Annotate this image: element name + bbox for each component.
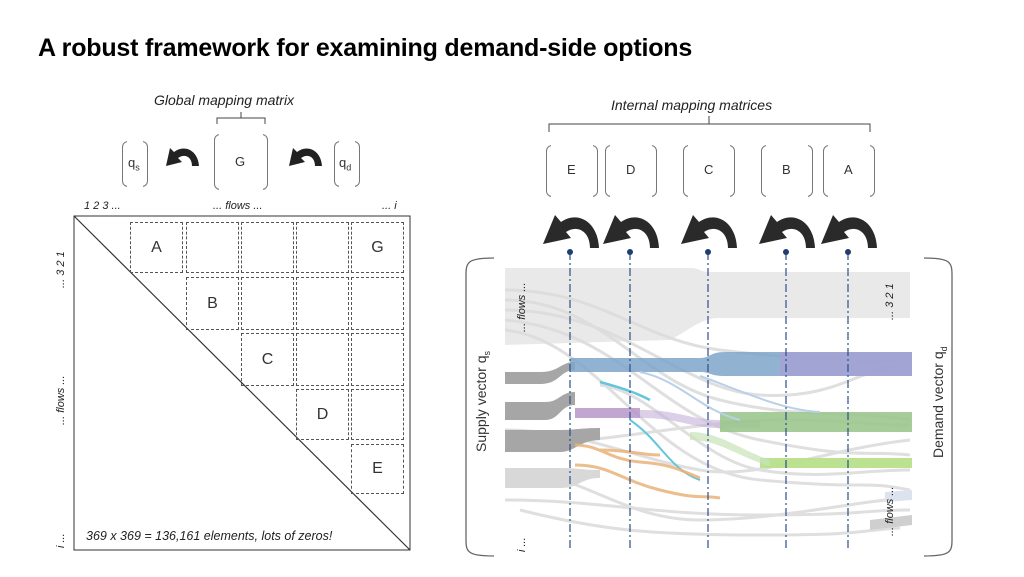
qs-sub: s: [135, 162, 140, 173]
curved-arrow-icon: [759, 215, 815, 248]
top-axis-start: 1 2 3 ...: [84, 200, 121, 212]
cell-e: E: [351, 444, 404, 494]
qd-sub: d: [346, 162, 352, 173]
cell-empty: [351, 389, 404, 440]
qd-label: q: [339, 155, 347, 170]
right-top-label: ... 3 2 1: [884, 283, 896, 320]
matrix-e-box: E: [546, 144, 598, 198]
demand-vector-sub: d: [938, 346, 949, 352]
page-title: A robust framework for examining demand-…: [38, 34, 693, 62]
curved-arrow-icon: [821, 215, 877, 248]
qs-vector: qs: [122, 140, 148, 188]
cell-d: D: [296, 389, 349, 440]
cell-empty: [296, 222, 349, 273]
cell-empty: [241, 222, 294, 273]
cell-empty: [186, 222, 239, 273]
demand-vector-text: Demand vector q: [930, 351, 946, 458]
g-matrix-box: G: [214, 133, 268, 191]
top-axis-mid: ... flows ...: [213, 200, 263, 212]
curved-arrow-icon: [543, 215, 599, 248]
global-mapping-header: Global mapping matrix: [154, 92, 295, 108]
supply-vector-sub: s: [481, 351, 492, 356]
matrix-d-box: D: [605, 144, 657, 198]
matrix-c-box: C: [683, 144, 735, 198]
matrix-a-box: A: [823, 144, 875, 198]
cell-c: C: [241, 333, 294, 386]
cell-b: B: [186, 277, 239, 330]
matrix-a-label: A: [844, 162, 853, 177]
demand-vector-label: Demand vector qd: [930, 346, 949, 458]
supply-vector-text: Supply vector q: [473, 355, 489, 453]
curved-arrow-icon: [603, 215, 659, 248]
cell-a: A: [130, 222, 183, 273]
curved-arrow-icon: [681, 215, 737, 248]
cell-empty: [296, 277, 349, 330]
right-flows-label: ... flows ...: [884, 486, 896, 536]
matrix-footer: 369 x 369 = 136,161 elements, lots of ze…: [86, 529, 333, 543]
g-label: G: [235, 154, 246, 169]
cell-empty: [241, 277, 294, 330]
top-axis-end: ... i: [382, 200, 397, 212]
supply-vector-label: Supply vector qs: [473, 351, 492, 452]
matrix-b-box: B: [761, 144, 813, 198]
cell-empty: [351, 333, 404, 386]
qd-vector: qd: [334, 140, 360, 188]
matrix-e-label: E: [567, 162, 576, 177]
matrix-b-label: B: [782, 162, 791, 177]
matrix-c-label: C: [704, 162, 714, 177]
cell-empty: [351, 277, 404, 330]
internal-mapping-header: Internal mapping matrices: [611, 97, 773, 113]
qs-label: q: [128, 155, 136, 170]
left-flows-label: ... flows ...: [516, 282, 528, 332]
left-i-label: i ...: [516, 537, 528, 552]
matrix-d-label: D: [626, 162, 636, 177]
cell-g: G: [351, 222, 404, 273]
cell-empty: [296, 333, 349, 386]
